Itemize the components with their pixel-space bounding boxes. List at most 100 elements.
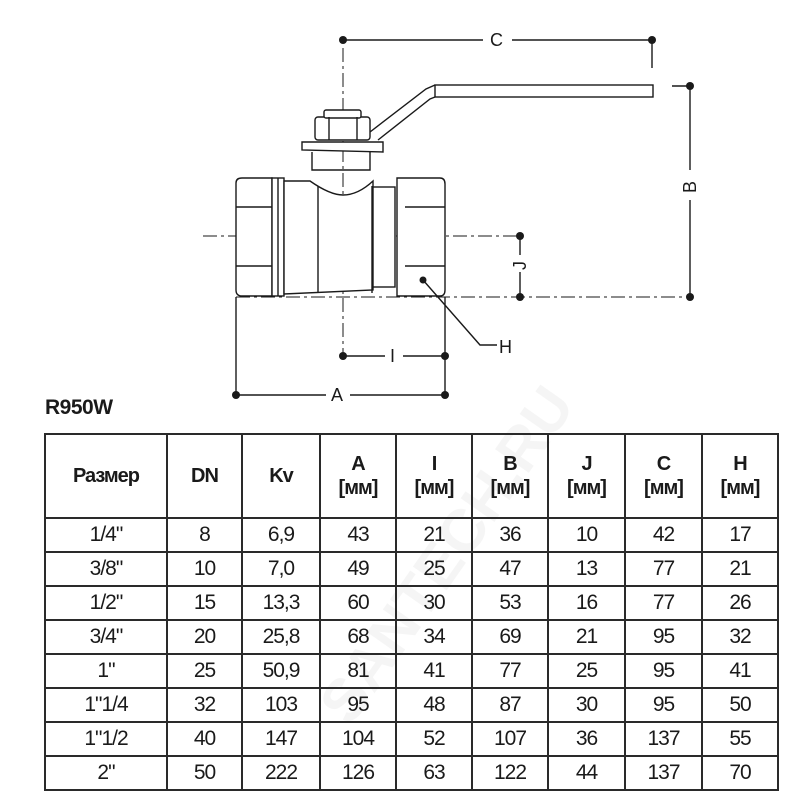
table-cell: 43: [319, 517, 397, 553]
table-cell: 107: [471, 721, 549, 757]
column-header-name: A: [351, 453, 365, 475]
table-cell: 95: [624, 619, 703, 655]
table-cell: 95: [624, 687, 703, 723]
table-cell: 13,3: [241, 585, 321, 621]
table-cell: 8: [166, 517, 243, 553]
table-cell: 13: [547, 551, 626, 587]
column-header-name: C: [656, 453, 671, 475]
dimension-label-b: B: [680, 181, 700, 193]
table-cell: 1": [44, 653, 168, 689]
column-header-name: J: [581, 453, 592, 475]
table-cell: 104: [319, 721, 397, 757]
column-header-unit: [мм]: [338, 477, 379, 499]
table-cell: 26: [701, 585, 779, 621]
table-cell: 32: [701, 619, 779, 655]
table-cell: 25: [547, 653, 626, 689]
column-header: Kv: [241, 433, 321, 519]
column-header: DN: [166, 433, 243, 519]
table-cell: 48: [395, 687, 473, 723]
table-cell: 95: [319, 687, 397, 723]
column-header: H[мм]: [701, 433, 779, 519]
table-cell: 137: [624, 755, 703, 791]
table-cell: 20: [166, 619, 243, 655]
table-cell: 21: [701, 551, 779, 587]
dimension-label-i: I: [390, 346, 395, 366]
table-cell: 49: [319, 551, 397, 587]
dimension-label-h: H: [499, 337, 512, 357]
column-header: Размер: [44, 433, 168, 519]
table-cell: 63: [395, 755, 473, 791]
column-header-unit: [мм]: [720, 477, 761, 499]
table-cell: 2": [44, 755, 168, 791]
table-cell: 147: [241, 721, 321, 757]
table-cell: 34: [395, 619, 473, 655]
table-cell: 81: [319, 653, 397, 689]
table-cell: 1"1/4: [44, 687, 168, 723]
column-header-name: DN: [191, 465, 219, 487]
table-cell: 21: [395, 517, 473, 553]
column-header-unit: [мм]: [490, 477, 531, 499]
table-cell: 50,9: [241, 653, 321, 689]
dimension-label-c: C: [490, 30, 503, 50]
table-cell: 1/2": [44, 585, 168, 621]
column-header-name: H: [733, 453, 747, 475]
table-cell: 25,8: [241, 619, 321, 655]
table-cell: 3/8": [44, 551, 168, 587]
table-cell: 6,9: [241, 517, 321, 553]
column-header: J[мм]: [547, 433, 626, 519]
table-cell: 15: [166, 585, 243, 621]
table-cell: 137: [624, 721, 703, 757]
table-cell: 70: [701, 755, 779, 791]
column-header-name: B: [503, 453, 517, 475]
table-cell: 95: [624, 653, 703, 689]
column-header: C[мм]: [624, 433, 703, 519]
model-title: R950W: [45, 396, 113, 419]
table-cell: 69: [471, 619, 549, 655]
table-cell: 16: [547, 585, 626, 621]
column-header-unit: [мм]: [644, 477, 684, 499]
table-cell: 77: [471, 653, 549, 689]
table-cell: 10: [547, 517, 626, 553]
table-cell: 53: [471, 585, 549, 621]
column-header: B[мм]: [471, 433, 549, 519]
table-cell: 30: [547, 687, 626, 723]
column-header-name: Размер: [72, 465, 140, 487]
table-cell: 55: [701, 721, 779, 757]
dimension-label-j: J: [510, 261, 530, 270]
column-header-name: I: [431, 453, 438, 475]
table-cell: 25: [166, 653, 243, 689]
table-cell: 30: [395, 585, 473, 621]
table-cell: 103: [241, 687, 321, 723]
table-cell: 222: [241, 755, 321, 791]
table-cell: 36: [471, 517, 549, 553]
table-cell: 41: [395, 653, 473, 689]
table-cell: 1"1/2: [44, 721, 168, 757]
column-header: I[мм]: [395, 433, 473, 519]
table-cell: 42: [624, 517, 703, 553]
table-cell: 87: [471, 687, 549, 723]
table-cell: 44: [547, 755, 626, 791]
table-cell: 1/4": [44, 517, 168, 553]
ball-valve-drawing: C B J H I A: [203, 30, 700, 405]
table-cell: 68: [319, 619, 397, 655]
table-cell: 17: [701, 517, 779, 553]
table-cell: 21: [547, 619, 626, 655]
table-cell: 47: [471, 551, 549, 587]
table-cell: 122: [471, 755, 549, 791]
column-header-unit: [мм]: [567, 477, 607, 499]
table-cell: 52: [395, 721, 473, 757]
table-cell: 3/4": [44, 619, 168, 655]
table-cell: 40: [166, 721, 243, 757]
dimension-label-a: A: [331, 385, 343, 405]
table-cell: 32: [166, 687, 243, 723]
table-cell: 50: [701, 687, 779, 723]
